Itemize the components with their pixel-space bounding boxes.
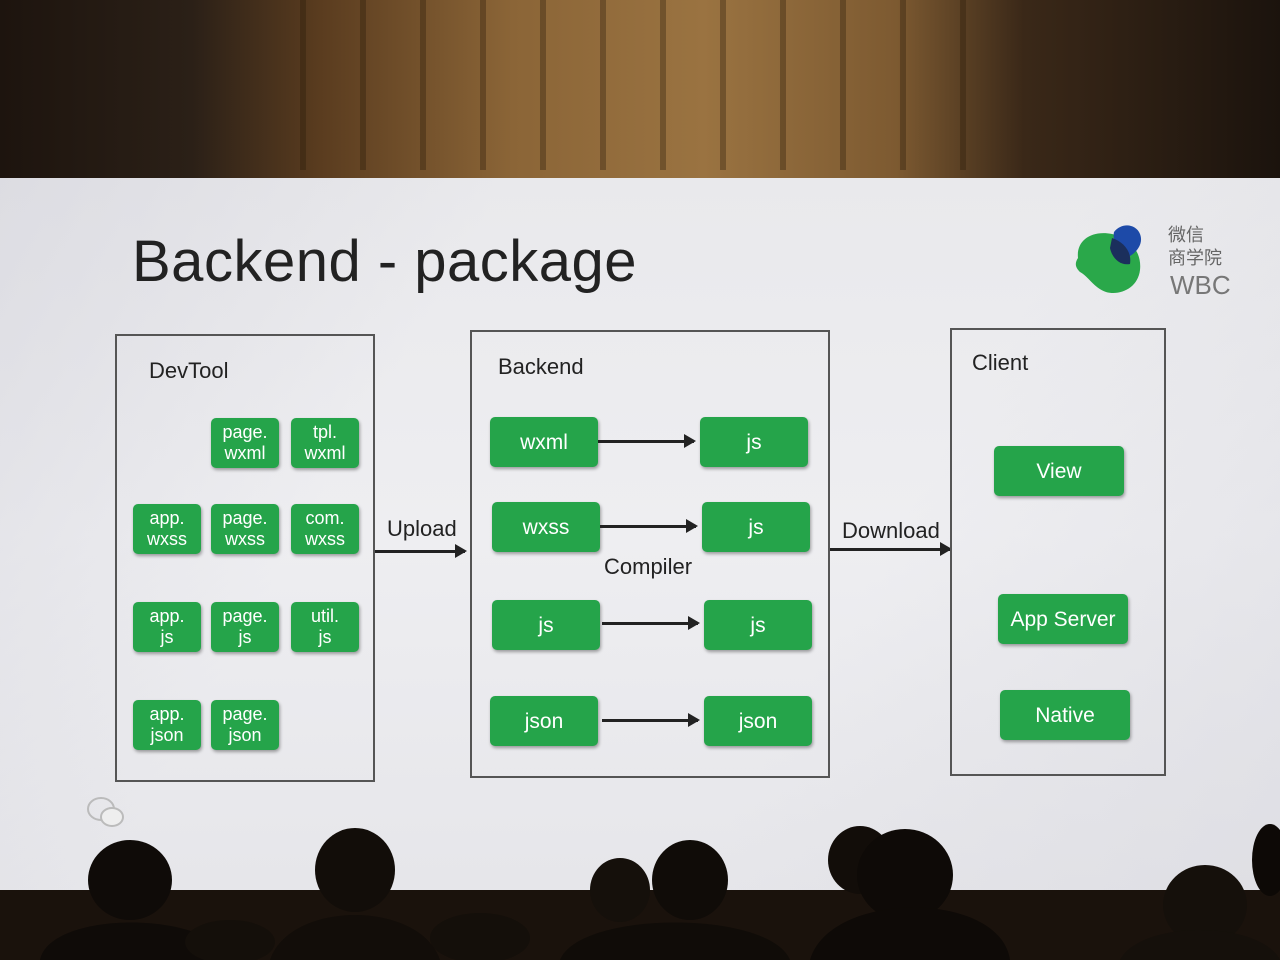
devtool-label: DevTool xyxy=(149,358,229,383)
file-chip: page. json xyxy=(211,700,279,750)
client-panel: Client View App Server Native xyxy=(950,328,1166,776)
output-chip: js xyxy=(700,417,808,467)
output-chip: js xyxy=(704,600,812,650)
wechat-icon xyxy=(87,797,124,827)
devtool-panel: DevTool page. wxml tpl. wxml app. wxss p… xyxy=(115,334,375,782)
backend-label: Backend xyxy=(498,354,584,379)
compiler-label: Compiler xyxy=(604,554,693,579)
source-chip: js xyxy=(492,600,600,650)
download-arrow xyxy=(830,542,952,556)
compile-arrow xyxy=(598,434,696,448)
projection-screen: Backend - package 微信 商学院 WBC DevTool pag… xyxy=(0,178,1280,890)
file-chip: app. wxss xyxy=(133,504,201,554)
file-chip: page. js xyxy=(211,602,279,652)
backend-panel: Backend Compiler wxml js wxss js js js j… xyxy=(470,330,830,778)
download-label: Download xyxy=(842,518,940,543)
output-chip: js xyxy=(702,502,810,552)
compile-arrow xyxy=(602,713,700,727)
compile-arrow xyxy=(602,616,700,630)
audience-silhouettes xyxy=(0,824,1280,960)
file-chip: tpl. wxml xyxy=(291,418,359,468)
file-chip: app. js xyxy=(133,602,201,652)
client-label: Client xyxy=(972,350,1029,375)
upload-arrow xyxy=(375,544,467,558)
source-chip: json xyxy=(490,696,598,746)
slide-title: Backend - package xyxy=(132,229,638,294)
client-native-chip: Native xyxy=(1000,690,1130,740)
source-chip: wxml xyxy=(490,417,598,467)
client-app-server-chip: App Server xyxy=(998,594,1128,644)
client-view-chip: View xyxy=(994,446,1124,496)
compile-arrow xyxy=(600,519,698,533)
wbc-logo: 微信 商学院 WBC xyxy=(1070,218,1235,303)
source-chip: wxss xyxy=(492,502,600,552)
file-chip: page. wxss xyxy=(211,504,279,554)
wall-background xyxy=(0,0,1280,190)
file-chip: util. js xyxy=(291,602,359,652)
file-chip: page. wxml xyxy=(211,418,279,468)
file-chip: com. wxss xyxy=(291,504,359,554)
file-chip: app. json xyxy=(133,700,201,750)
logo-wbc-text: WBC xyxy=(1170,270,1231,300)
logo-chinese-text: 微信 商学院 xyxy=(1168,225,1222,268)
wbc-logo-mark-icon xyxy=(1075,225,1142,294)
output-chip: json xyxy=(704,696,812,746)
upload-label: Upload xyxy=(387,516,457,541)
